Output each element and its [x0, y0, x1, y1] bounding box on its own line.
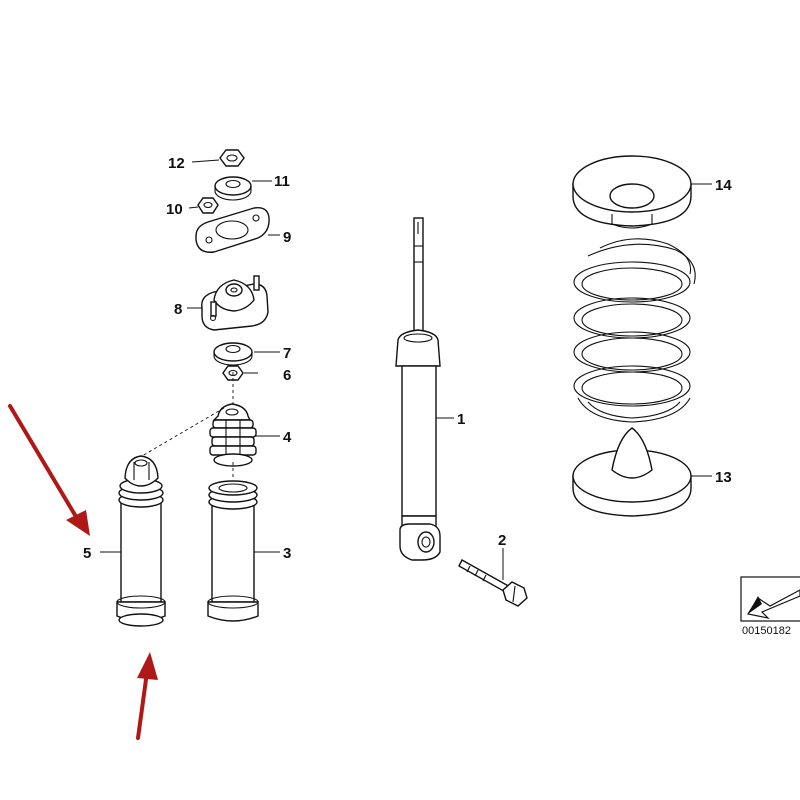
callout-10: 10 [166, 201, 183, 218]
part-3-protection-boot[interactable] [207, 480, 259, 622]
callout-11: 11 [274, 173, 290, 190]
highlight-arrow-lower [136, 652, 158, 740]
callout-8: 8 [174, 301, 182, 318]
part-1-shock-absorber[interactable] [395, 217, 441, 561]
part-11-washer[interactable] [214, 176, 252, 201]
callout-4: 4 [283, 429, 292, 446]
callout-12: 12 [168, 155, 185, 172]
leader-10 [188, 206, 199, 209]
part-9-gasket-plate[interactable] [195, 207, 270, 253]
part-12-nut[interactable] [219, 149, 245, 167]
part-7-washer[interactable] [213, 342, 253, 366]
callout-3: 3 [283, 545, 291, 562]
leader-12 [191, 159, 220, 163]
part-5-protection-boot[interactable] [116, 455, 166, 627]
part-4-bump-stop[interactable] [209, 403, 257, 467]
coil-spring[interactable] [573, 238, 696, 423]
part-14-upper-spring-pad[interactable] [572, 155, 692, 229]
callout-14: 14 [715, 177, 732, 194]
callout-9: 9 [283, 229, 291, 246]
callout-13: 13 [715, 469, 732, 486]
callout-1: 1 [457, 411, 465, 428]
callout-6: 6 [283, 367, 291, 384]
callout-5: 5 [83, 545, 91, 562]
reference-number: 00150182 [742, 625, 791, 637]
callout-7: 7 [283, 345, 291, 362]
part-8-strut-mount[interactable] [201, 275, 269, 331]
reference-box [740, 576, 800, 622]
assembly-guide-line-diagonal [141, 407, 225, 457]
part-13-lower-spring-pad[interactable] [572, 427, 692, 517]
highlight-arrow-upper [8, 404, 90, 536]
part-2-hex-bolt[interactable] [458, 559, 528, 607]
part-10-nut[interactable] [197, 197, 219, 214]
callout-2: 2 [498, 532, 506, 549]
